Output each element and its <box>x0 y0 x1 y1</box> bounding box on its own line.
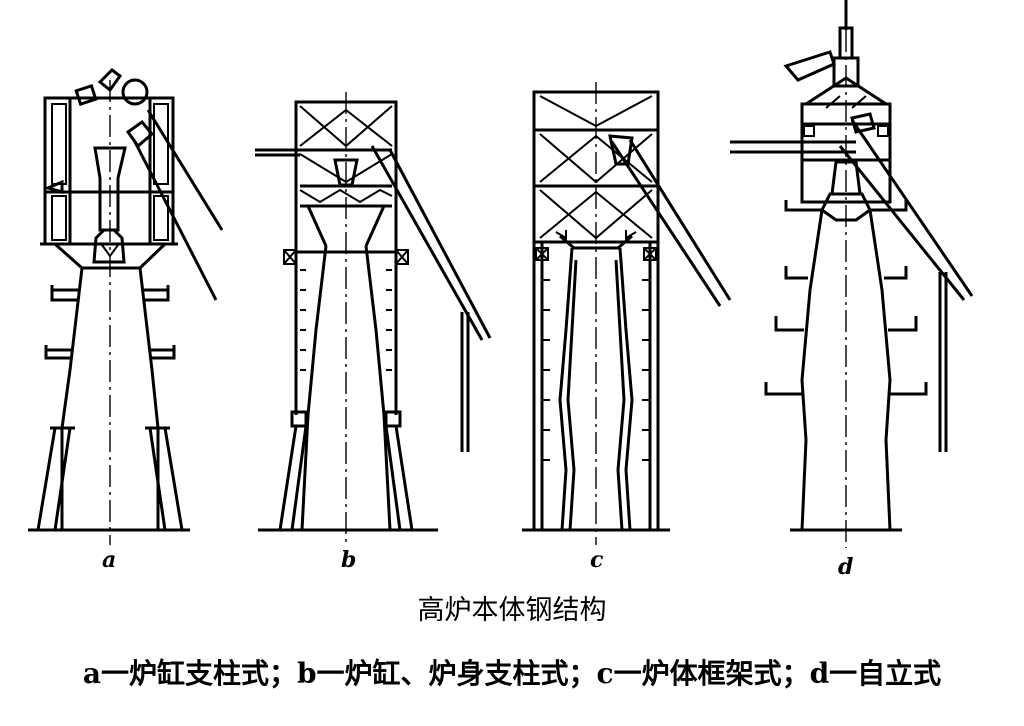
figure-title: 高炉本体钢结构 <box>417 595 607 626</box>
figure-caption: a一炉缸支柱式；b一炉缸、炉身支柱式；c一炉体框架式；d一自立式 <box>82 657 942 690</box>
furnace-d: d <box>730 0 974 580</box>
label-a: a <box>102 547 116 573</box>
furnace-b: b <box>255 92 492 573</box>
label-d: d <box>838 554 853 580</box>
label-c: c <box>590 547 604 573</box>
label-b: b <box>341 547 356 573</box>
furnace-c: c <box>522 82 732 573</box>
furnace-a: a <box>28 68 224 573</box>
